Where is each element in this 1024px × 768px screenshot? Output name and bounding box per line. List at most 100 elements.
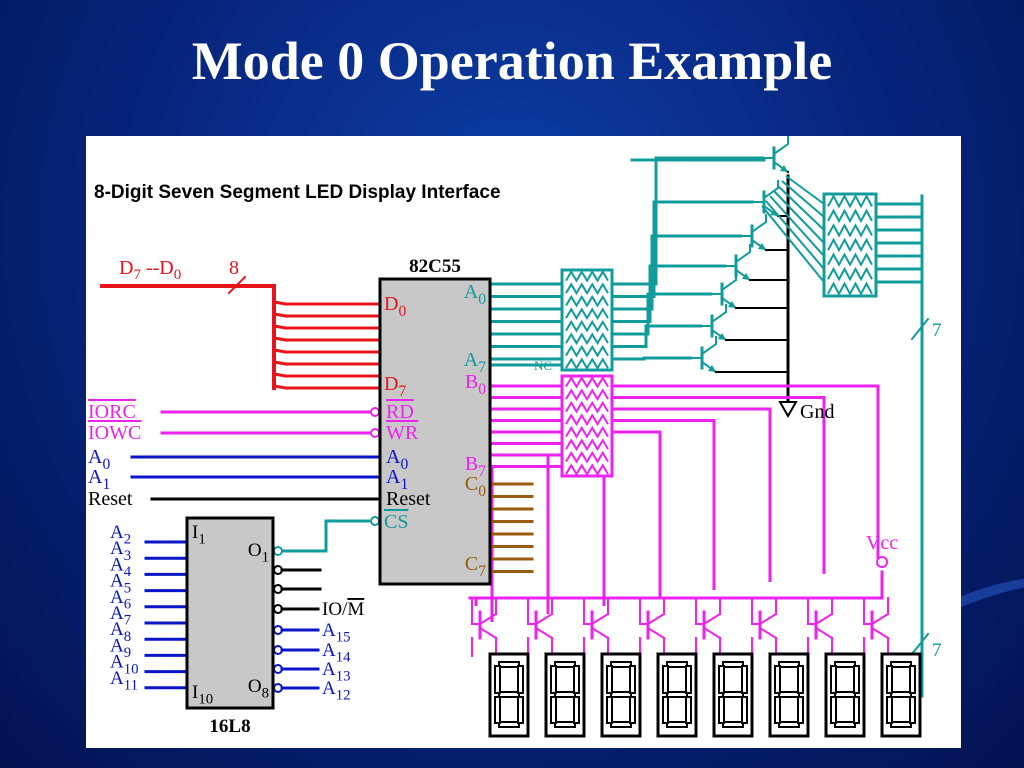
porta-base-wire-6 [612,356,692,361]
ctrl-label-4: Reset [88,488,133,510]
segment-transistor-5 [751,597,778,657]
seven-segment-digit-4 [656,652,698,738]
pal-pin-i10: I10 [192,682,213,708]
pal-input-label-9: A11 [110,668,138,694]
pin-b0-label: B0 [465,371,486,398]
pal-out-label-4: A12 [322,678,351,704]
pin-c0-label: C0 [465,473,486,500]
porta-base-wire-0 [612,156,764,286]
pal-out-label-2: A14 [322,640,351,666]
portb-route-1 [612,396,826,574]
seven-segment-digit-3 [600,652,642,738]
segment-transistor-4 [695,597,722,657]
pin-c7-label: C7 [465,553,486,580]
pal-out-label-0: IO/M [322,599,364,620]
ppi-pin-label-2: RD [386,401,414,423]
port-b-wires [468,384,890,657]
digit-driver-transistor-2 [741,220,768,252]
slide-title: Mode 0 Operation Example [191,31,833,91]
port-a-wires [488,136,930,698]
pal-pin-o8: O8 [248,676,269,702]
ppi-chip-82c55 [378,277,492,586]
pal-input-label-5: A7 [110,603,131,629]
interface-diagram: 8-Digit Seven Segment LED Display Interf… [88,136,942,738]
ctrl-label-3: A1 [88,466,110,493]
nc-label: NC [534,358,552,373]
portb-route-6 [546,453,612,614]
digit-driver-transistor-0 [763,142,790,174]
ppi-chip-label: 82C55 [409,256,461,277]
pal-chip-label: 16L8 [209,716,250,737]
segment-resistor-pack [822,192,878,298]
digit-driver-transistor-4 [711,278,738,310]
gnd-label: Gnd [800,401,834,423]
pal-input-label-0: A2 [110,522,131,548]
pal-chip-16l8 [185,516,275,710]
segment-transistor-0 [471,597,498,657]
diagram-panel: 8-Digit Seven Segment LED Display Interf… [86,136,961,748]
digit-driver-transistor-5 [701,310,728,342]
ground-symbol [778,401,798,419]
portb-resistor-pack [560,374,614,478]
pal-input-label-4: A6 [110,587,131,613]
seven-segment-digit-6 [768,652,810,738]
pal-input-label-1: A3 [110,538,131,564]
segment-transistor-2 [583,597,610,657]
pal-input-label-3: A5 [110,571,131,597]
pin-d7-label: D7 [384,373,406,400]
ctrl-label-2: A0 [88,446,110,473]
control-wires [130,407,382,553]
ppi-pin-label-6: Reset [386,488,431,510]
ctrl-bubble-0 [370,407,380,417]
pal-o1-bubble [273,546,283,556]
porta-base-wire-2 [612,234,742,311]
pin-a7-label: A7 [464,349,486,376]
port-c-wires [488,482,534,573]
digit-driver-transistor-6 [691,342,718,374]
segment-transistor-3 [639,597,666,657]
bus-width-slash [227,275,247,295]
seven-segment-digit-1 [488,652,530,738]
bus-width-label-lower: 7 [932,640,942,661]
pal-input-label-8: A10 [110,652,139,678]
pal-pin-i1: I1 [192,522,206,548]
porta-base-wire-4 [612,292,712,336]
portb-route-0 [612,384,880,566]
seven-segment-digit-5 [712,652,754,738]
porta-base-wire-1 [612,200,754,298]
pal-input-label-2: A4 [110,554,132,580]
portb-route-2 [612,407,772,582]
pin-b7-label: B7 [465,453,486,480]
pal-input-label-6: A8 [110,619,131,645]
seven-segment-digit-8 [880,652,922,738]
cs-bubble [370,516,380,526]
bus-width-label-upper: 7 [932,320,942,341]
pal-out-label-1: A15 [322,620,351,646]
diagram-heading: 8-Digit Seven Segment LED Display Interf… [94,182,501,203]
data-bus-label: D7 --D0 [119,257,181,283]
data-bus-wires [100,275,382,390]
pin-a0-label: A0 [464,281,486,308]
segment-transistor-6 [807,597,834,657]
digit-driver-transistor-3 [725,250,752,282]
porta-resistor-pack [560,268,614,372]
porta-base-wire-5 [612,324,702,348]
pin-cs-label: CS [384,511,408,533]
data-bus-width-label: 8 [229,257,239,279]
pal-out-label-3: A13 [322,659,351,685]
pin-d0-label: D0 [384,293,406,320]
ppi-pin-label-5: A1 [386,466,408,493]
components [185,192,922,738]
pal-input-label-7: A9 [110,635,131,661]
ctrl-label-0: IORC [88,401,136,423]
segment-transistor-7 [863,597,890,657]
ppi-pin-label-4: A0 [386,446,408,473]
ctrl-label-1: IOWC [88,422,141,444]
seven-segment-digit-7 [824,652,866,738]
portb-route-4 [612,430,662,598]
vcc-label: Vcc [866,532,898,554]
pal-pin-o1: O1 [248,540,269,566]
ctrl-bubble-1 [370,428,380,438]
portb-route-3 [612,419,716,590]
seven-segment-digit-2 [544,652,586,738]
